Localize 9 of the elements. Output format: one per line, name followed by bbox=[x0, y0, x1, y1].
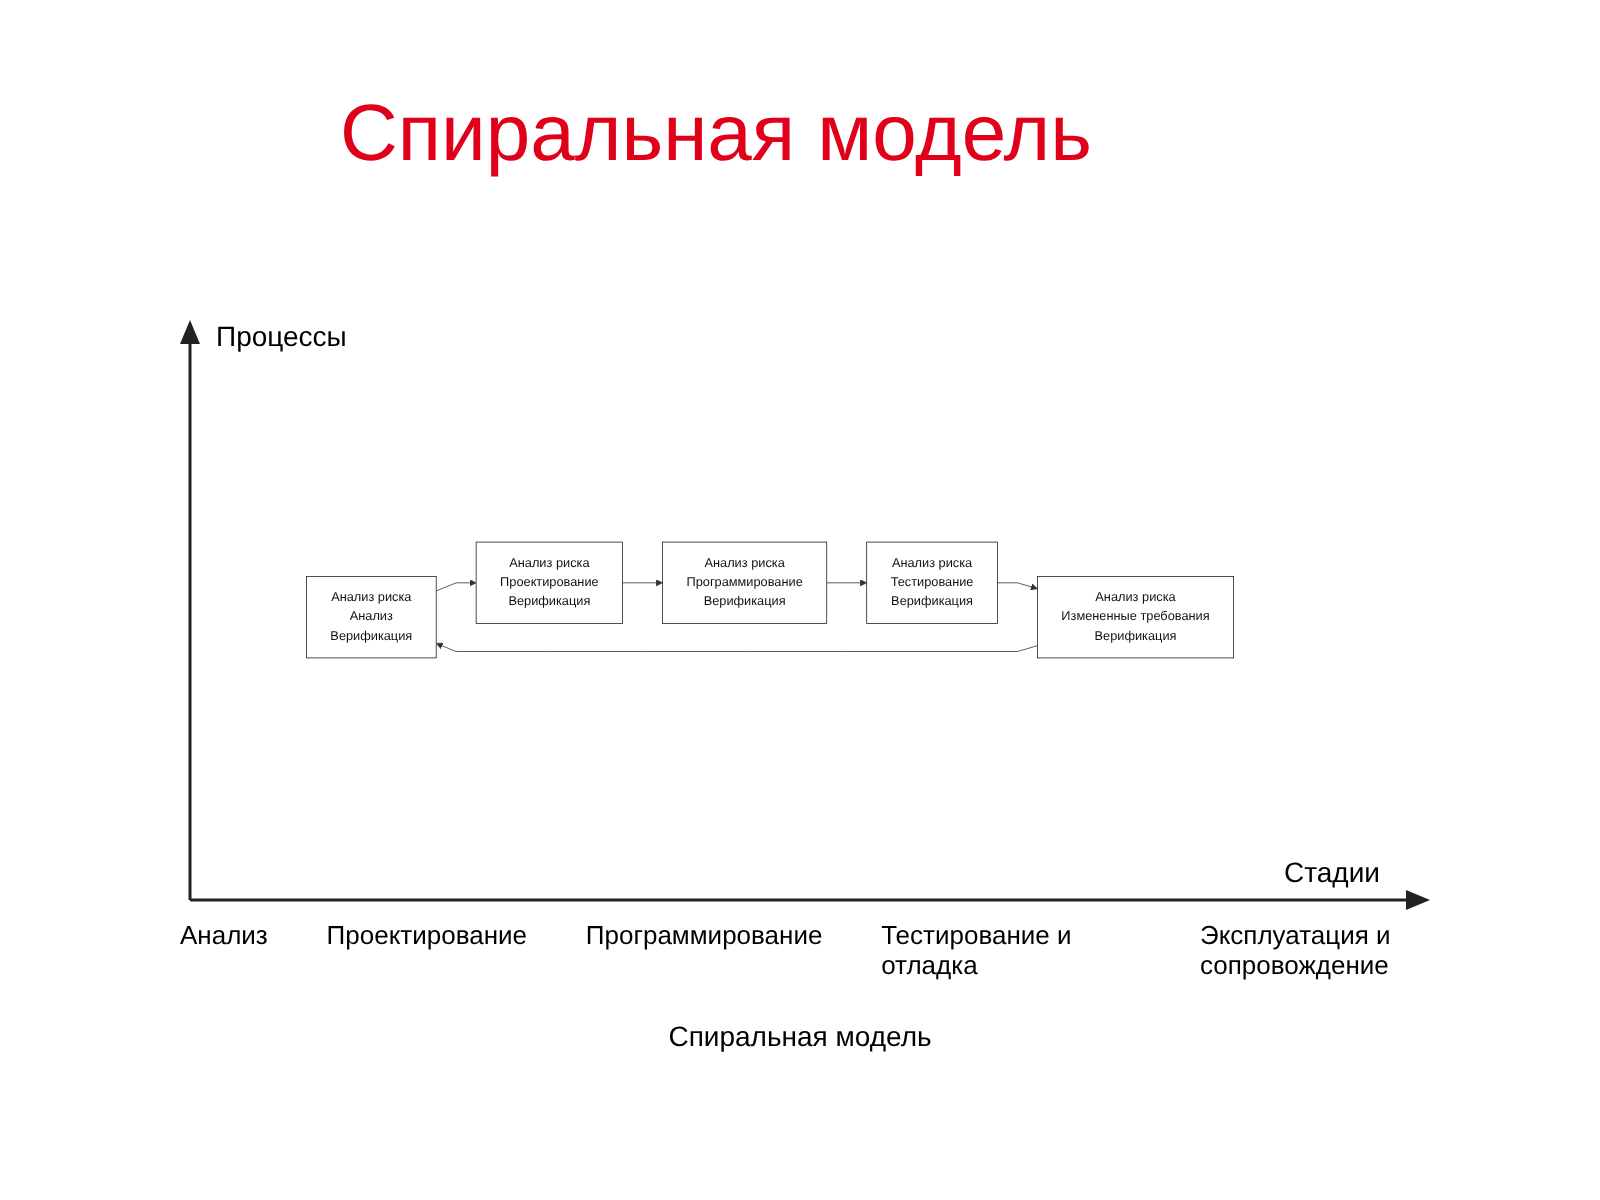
stage-label: Тестирование и отладка bbox=[881, 920, 1074, 980]
stage-label: Проектирование bbox=[326, 920, 528, 954]
stage-label: Анализ bbox=[180, 920, 268, 954]
axis-label: Стадии bbox=[1284, 856, 1380, 888]
stage-label: Эксплуатация и сопровождение bbox=[1200, 920, 1393, 980]
axis-label: Процессы bbox=[216, 320, 347, 352]
title: Спиральная модель bbox=[340, 90, 1092, 180]
stage-label: Программирование bbox=[585, 920, 823, 954]
caption: Спиральная модель bbox=[666, 1020, 934, 1052]
